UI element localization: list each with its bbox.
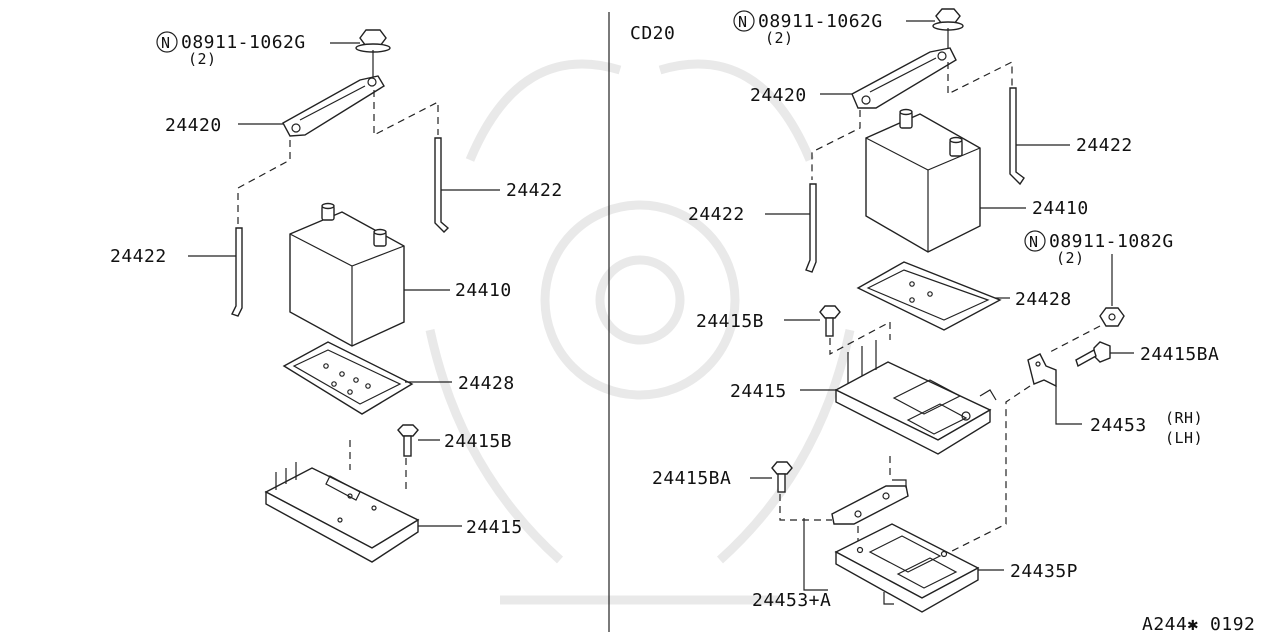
- bracket-a: [831, 479, 909, 525]
- hook-rod-left: [805, 183, 817, 273]
- right-label-24415BA-right: 24415BA: [1140, 344, 1219, 365]
- n-symbol-icon: [1024, 230, 1046, 252]
- tray-mat: [282, 341, 414, 415]
- bolt-ba-lower: [771, 461, 793, 493]
- variant-label: CD20: [630, 23, 675, 44]
- right-label-24415: 24415: [730, 381, 787, 402]
- left-nut-part-number: 08911-1062G: [181, 32, 306, 53]
- right-label-lh: (LH): [1165, 429, 1203, 447]
- right-label-24415BA-left: 24415BA: [652, 468, 731, 489]
- hook-rod-right: [434, 137, 450, 233]
- watermark-emblem: [425, 59, 855, 605]
- left-panel: N 08911-1062G (2) 24420 24422: [110, 29, 563, 563]
- right-panel: CD20 N 08911-1062G (2) 24420 24422: [630, 8, 1255, 635]
- left-nut-qty: (2): [188, 50, 217, 68]
- left-label-24422-right: 24422: [506, 180, 563, 201]
- right-label-24453: 24453: [1090, 415, 1147, 436]
- hook-rod-right: [1009, 87, 1025, 186]
- hold-down-frame: [282, 75, 385, 137]
- flange-nut: [355, 29, 391, 78]
- right-label-24453A: 24453+A: [752, 590, 831, 611]
- right-nut-qty: (2): [765, 29, 794, 47]
- left-label-24420: 24420: [165, 115, 222, 136]
- battery: [289, 202, 405, 347]
- battery: [865, 108, 981, 253]
- right-label-24428: 24428: [1015, 289, 1072, 310]
- right-nut2-qty: (2): [1056, 249, 1085, 267]
- n-symbol-letter: N: [161, 34, 171, 52]
- n-symbol-letter: N: [1029, 233, 1039, 251]
- right-label-24410: 24410: [1032, 198, 1089, 219]
- right-label-24420: 24420: [750, 85, 807, 106]
- n-symbol-icon: [733, 10, 755, 32]
- bolt: [397, 424, 419, 457]
- left-label-24422-left: 24422: [110, 246, 167, 267]
- right-label-24435P: 24435P: [1010, 561, 1078, 582]
- left-label-24410: 24410: [455, 280, 512, 301]
- right-label-24415B: 24415B: [696, 311, 764, 332]
- left-label-24415B: 24415B: [444, 431, 512, 452]
- reference-code: A244✱ 0192: [1142, 614, 1255, 635]
- bolt-ba: [1075, 341, 1111, 368]
- lower-tray: [834, 523, 980, 613]
- battery-tray: [264, 462, 420, 563]
- n-symbol-letter: N: [738, 13, 748, 31]
- tray-mat: [856, 261, 1002, 331]
- bolt-b: [819, 305, 841, 337]
- flange-nut-2: [1099, 307, 1125, 327]
- right-label-rh: (RH): [1165, 409, 1203, 427]
- hold-down-frame: [851, 47, 957, 109]
- left-label-24415: 24415: [466, 517, 523, 538]
- n-symbol-icon: [156, 31, 178, 53]
- right-label-24422-right: 24422: [1076, 135, 1133, 156]
- left-label-24428: 24428: [458, 373, 515, 394]
- battery-tray: [834, 340, 997, 455]
- flange-nut: [932, 8, 964, 52]
- right-nut2-part-number: 08911-1082G: [1049, 231, 1174, 252]
- hook-rod-left: [231, 227, 243, 317]
- right-nut-part-number: 08911-1062G: [758, 11, 883, 32]
- bracket-rh-lh: [1027, 353, 1057, 388]
- right-label-24422-left: 24422: [688, 204, 745, 225]
